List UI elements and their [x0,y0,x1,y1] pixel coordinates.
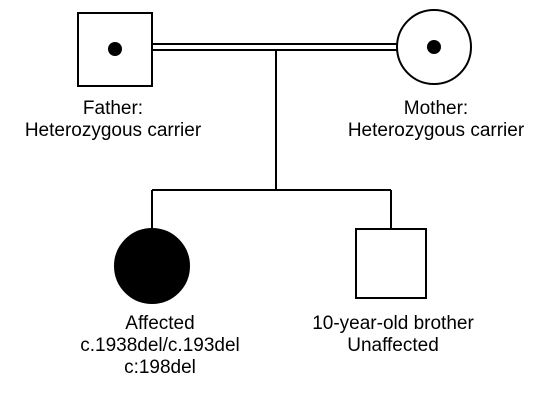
brother-label-title: 10-year-old brother [312,313,474,334]
father-label-title: Father: [82,98,144,119]
daughter-label-genotype: c.1938del/c.193del [80,335,240,356]
brother-label-status: Unaffected [347,335,439,356]
daughter-label-status: Affected [125,313,195,334]
father-carrier-dot [108,42,122,56]
brother-label: 10-year-old brother Unaffected [312,313,474,357]
mother-label-status: Heterozygous carrier [347,120,525,141]
father-symbol [77,12,153,87]
brother-symbol [355,228,427,299]
daughter-label-variant: c:198del [124,357,196,378]
mother-label: Mother: Heterozygous carrier [348,98,524,142]
daughter-label: Affected c.1938del/c.193del c:198del [80,313,240,379]
daughter-symbol [114,228,190,304]
father-label: Father: Heterozygous carrier [25,98,201,142]
father-label-status: Heterozygous carrier [24,120,202,141]
mother-carrier-dot [427,40,441,54]
mother-label-title: Mother: [403,98,469,119]
